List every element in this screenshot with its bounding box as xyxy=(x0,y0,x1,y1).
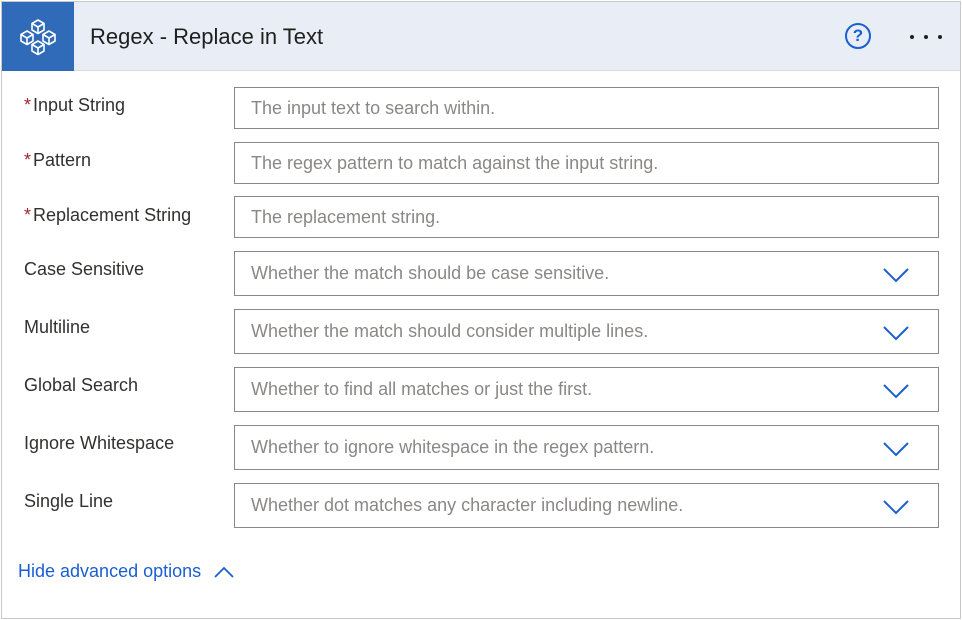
single-line-label: Single Line xyxy=(24,491,114,511)
help-glyph: ? xyxy=(852,26,864,45)
case-sensitive-dropdown[interactable]: Whether the match should be case sensiti… xyxy=(234,251,939,296)
chevron-down-icon[interactable] xyxy=(882,499,910,515)
chevron-up-icon xyxy=(214,566,234,578)
page-title: Regex - Replace in Text xyxy=(90,24,324,49)
replacement-string-placeholder: The replacement string. xyxy=(251,207,441,227)
global-search-dropdown[interactable]: Whether to find all matches or just the … xyxy=(234,367,939,412)
more-ellipsis-icon[interactable] xyxy=(904,22,948,52)
chevron-down-icon[interactable] xyxy=(882,267,910,283)
ignore-whitespace-placeholder: Whether to ignore whitespace in the rege… xyxy=(251,437,655,457)
global-search-placeholder: Whether to find all matches or just the … xyxy=(251,379,593,399)
card-header: Regex - Replace in Text ? xyxy=(2,2,960,71)
cube-network-icon xyxy=(2,2,74,71)
pattern-field[interactable]: The regex pattern to match against the i… xyxy=(234,142,939,184)
input-string-label: *Input String xyxy=(24,95,126,115)
multiline-dropdown[interactable]: Whether the match should consider multip… xyxy=(234,309,939,354)
hide-advanced-options-link[interactable]: Hide advanced options xyxy=(18,561,235,582)
case-sensitive-placeholder: Whether the match should be case sensiti… xyxy=(251,263,610,283)
multiline-placeholder: Whether the match should consider multip… xyxy=(251,321,649,341)
ignore-whitespace-label: Ignore Whitespace xyxy=(24,433,175,453)
single-line-dropdown[interactable]: Whether dot matches any character includ… xyxy=(234,483,939,528)
help-circle-icon[interactable]: ? xyxy=(845,23,871,49)
chevron-down-icon[interactable] xyxy=(882,383,910,399)
chevron-down-icon[interactable] xyxy=(882,325,910,341)
required-marker: * xyxy=(24,205,32,225)
pattern-placeholder: The regex pattern to match against the i… xyxy=(251,153,659,173)
input-string-placeholder: The input text to search within. xyxy=(251,98,496,118)
pattern-label: *Pattern xyxy=(24,150,92,170)
replacement-string-label: *Replacement String xyxy=(24,205,192,225)
single-line-placeholder: Whether dot matches any character includ… xyxy=(251,495,684,515)
multiline-label: Multiline xyxy=(24,317,91,337)
required-marker: * xyxy=(24,150,32,170)
case-sensitive-label: Case Sensitive xyxy=(24,259,145,279)
chevron-down-icon[interactable] xyxy=(882,441,910,457)
input-string-field[interactable]: The input text to search within. xyxy=(234,87,939,129)
global-search-label: Global Search xyxy=(24,375,139,395)
replacement-string-field[interactable]: The replacement string. xyxy=(234,196,939,238)
required-marker: * xyxy=(24,95,32,115)
ignore-whitespace-dropdown[interactable]: Whether to ignore whitespace in the rege… xyxy=(234,425,939,470)
hide-advanced-options-label: Hide advanced options xyxy=(18,561,202,581)
